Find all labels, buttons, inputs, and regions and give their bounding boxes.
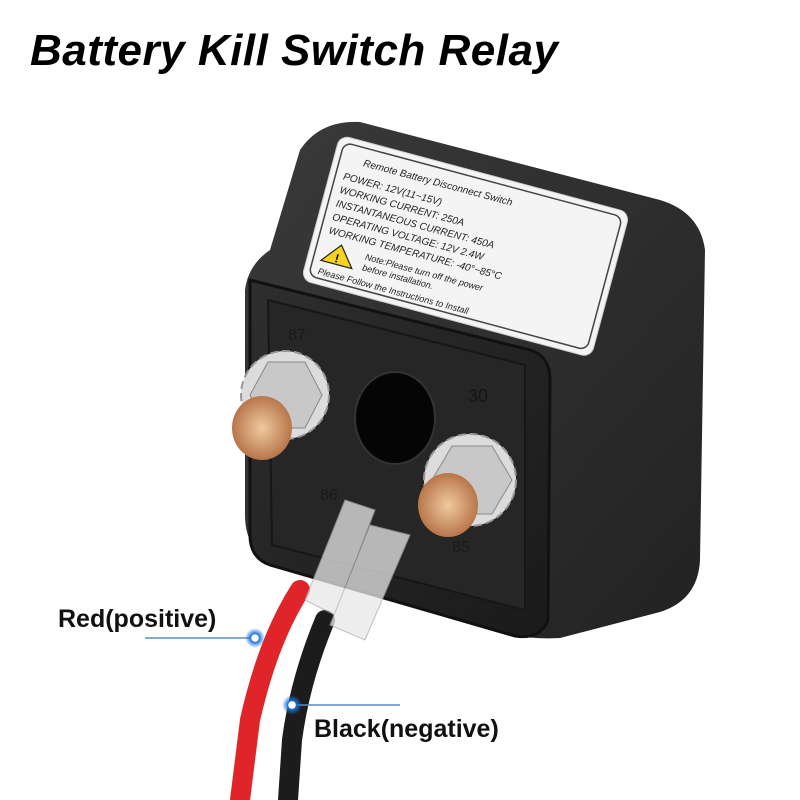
spade-connectors (304, 499, 411, 641)
terminal-85-label: 85 (452, 539, 470, 556)
black-negative-callout: Black(negative) (314, 715, 499, 743)
warning-triangle-icon: ! (319, 244, 353, 270)
svg-text:!: ! (333, 251, 340, 266)
terminal-stud-30 (418, 433, 517, 537)
spec-label: Remote Battery Disconnect Switch POWER: … (302, 136, 629, 356)
black-wire (278, 610, 335, 800)
terminal-86-label: 86 (320, 487, 338, 504)
red-positive-callout: Red(positive) (58, 605, 217, 633)
terminal-stud-87 (232, 350, 330, 460)
terminal-30-label: 30 (468, 386, 488, 406)
product-title: Battery Kill Switch Relay (30, 26, 559, 75)
terminal-87-label: 87 (288, 327, 306, 344)
black-callout-dot (282, 695, 302, 715)
red-callout-dot (245, 628, 265, 648)
center-boss (354, 371, 436, 465)
red-wire (230, 580, 310, 800)
